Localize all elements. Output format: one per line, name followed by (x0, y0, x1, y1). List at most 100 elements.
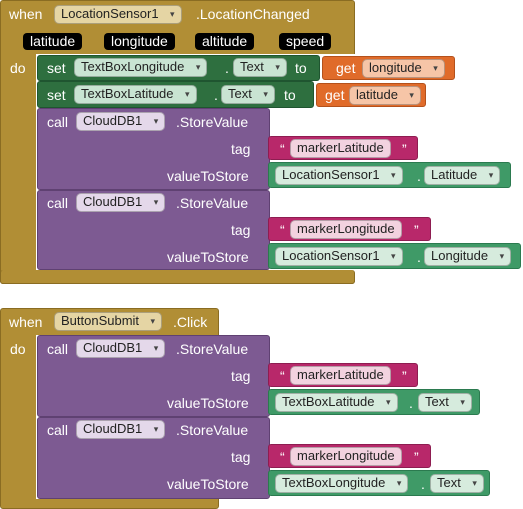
call-label: call (47, 114, 69, 130)
setter-component-text: TextBoxLongitude (81, 59, 185, 74)
value-to-store-label: valueToStore (167, 476, 249, 492)
value-component-text: LocationSensor1 (282, 167, 380, 182)
dot-separator: . (214, 87, 218, 103)
value-property-text: Text (437, 475, 461, 490)
text-literal-text: markerLatitude (297, 140, 384, 155)
param-speed[interactable]: speed (279, 33, 332, 50)
call-component-dropdown[interactable]: CloudDB1 ▾ (76, 112, 166, 131)
call-component-text: CloudDB1 (83, 421, 143, 436)
value-component-text: LocationSensor1 (282, 248, 380, 263)
chevron-down-icon: ▾ (153, 343, 159, 353)
chevron-down-icon: ▾ (150, 316, 156, 326)
text-literal-value[interactable]: markerLatitude (290, 139, 391, 158)
text-literal-text: markerLongitude (297, 448, 395, 463)
call-component-dropdown[interactable]: CloudDB1 ▾ (76, 339, 166, 358)
text-literal-value[interactable]: markerLatitude (290, 366, 391, 385)
chevron-down-icon: ▾ (153, 197, 159, 207)
value-component-dropdown[interactable]: TextBoxLatitude▾ (275, 393, 398, 412)
to-label: to (284, 87, 296, 103)
setter-property-text: Text (228, 86, 252, 101)
value-property-text: Text (425, 394, 449, 409)
call-component-text: CloudDB1 (83, 113, 143, 128)
chevron-down-icon: ▾ (184, 89, 190, 99)
component-dropdown-text: ButtonSubmit (61, 313, 140, 328)
event-name-label: .LocationChanged (196, 6, 310, 22)
value-property-dropdown[interactable]: Longitude ▾ (424, 247, 512, 266)
call-component-text: CloudDB1 (83, 340, 143, 355)
value-property-dropdown[interactable]: Text ▾ (418, 393, 472, 412)
value-property-text: Longitude (431, 248, 489, 263)
get-variable-text: longitude (369, 60, 422, 75)
call-label: call (47, 341, 69, 357)
call-clouddb-storevalue-block[interactable] (37, 108, 270, 190)
quote-close: ” (414, 449, 419, 465)
setter-property-dropdown[interactable]: Text ▾ (221, 85, 275, 104)
call-component-dropdown[interactable]: CloudDB1 ▾ (76, 193, 166, 212)
value-component-dropdown[interactable]: LocationSensor1▾ (275, 166, 403, 185)
setter-property-text: Text (240, 59, 264, 74)
chevron-down-icon: ▾ (153, 424, 159, 434)
get-label: get (336, 60, 356, 76)
chevron-down-icon: ▾ (195, 62, 201, 72)
tag-label: tag (231, 222, 251, 238)
param-altitude[interactable]: altitude (195, 33, 255, 50)
component-dropdown-buttonsubmit[interactable]: ButtonSubmit ▾ (54, 312, 163, 331)
dot-separator: . (417, 249, 421, 265)
setter-component-text: TextBoxLatitude (81, 86, 174, 101)
quote-close: ” (402, 141, 407, 157)
setter-property-dropdown[interactable]: Text ▾ (233, 58, 287, 77)
component-dropdown-locationsensor[interactable]: LocationSensor1▾ (54, 5, 182, 24)
param-latitude[interactable]: latitude (23, 33, 83, 50)
tag-label: tag (231, 368, 251, 384)
chevron-down-icon: ▾ (460, 397, 465, 407)
method-label: .StoreValue (176, 422, 249, 438)
quote-open: “ (280, 141, 285, 157)
do-label: do (10, 60, 26, 76)
call-label: call (47, 195, 69, 211)
chevron-down-icon: ▾ (153, 116, 159, 126)
method-label: .StoreValue (176, 114, 249, 130)
value-component-dropdown[interactable]: TextBoxLongitude▾ (275, 474, 409, 493)
set-label: set (47, 60, 66, 76)
call-component-text: CloudDB1 (83, 194, 143, 209)
when-label: when (9, 6, 43, 22)
text-literal-text: markerLongitude (297, 221, 395, 236)
get-variable-dropdown[interactable]: longitude ▾ (362, 59, 445, 78)
param-longitude[interactable]: longitude (104, 33, 175, 50)
chevron-down-icon: ▾ (499, 251, 505, 261)
value-property-dropdown[interactable]: Text ▾ (430, 474, 484, 493)
dot-separator: . (421, 476, 425, 492)
event-block-bottom (0, 270, 355, 284)
chevron-down-icon: ▾ (385, 397, 391, 407)
chevron-down-icon: ▾ (433, 63, 438, 73)
chevron-down-icon: ▾ (488, 170, 494, 180)
get-variable-text: latitude (356, 87, 398, 102)
to-label: to (295, 60, 307, 76)
setter-component-dropdown[interactable]: TextBoxLatitude ▾ (74, 85, 197, 104)
value-to-store-label: valueToStore (167, 395, 249, 411)
dot-separator: . (409, 395, 413, 411)
call-component-dropdown[interactable]: CloudDB1 ▾ (76, 420, 166, 439)
text-literal-value[interactable]: markerLongitude (290, 447, 402, 466)
value-to-store-label: valueToStore (167, 249, 249, 265)
event-name-label: .Click (173, 314, 208, 330)
setter-component-dropdown[interactable]: TextBoxLongitude ▾ (74, 58, 208, 77)
chevron-down-icon: ▾ (275, 62, 280, 72)
dot-separator: . (417, 168, 421, 184)
value-property-dropdown[interactable]: Latitude ▾ (424, 166, 501, 185)
value-component-dropdown[interactable]: LocationSensor1 ▾ (275, 247, 403, 266)
chevron-down-icon: ▾ (391, 251, 396, 261)
quote-close: ” (414, 222, 419, 238)
text-literal-text: markerLatitude (297, 367, 384, 382)
value-component-text: TextBoxLongitude (282, 475, 386, 490)
when-label: when (9, 314, 43, 330)
value-property-text: Latitude (431, 167, 478, 182)
chevron-down-icon: ▾ (472, 478, 477, 488)
tag-label: tag (231, 141, 251, 157)
chevron-down-icon: ▾ (263, 89, 268, 99)
dot-separator: . (225, 60, 229, 76)
get-variable-dropdown[interactable]: latitude▾ (349, 86, 421, 105)
quote-open: “ (280, 368, 285, 384)
text-literal-value[interactable]: markerLongitude (290, 220, 402, 239)
method-label: .StoreValue (176, 195, 249, 211)
